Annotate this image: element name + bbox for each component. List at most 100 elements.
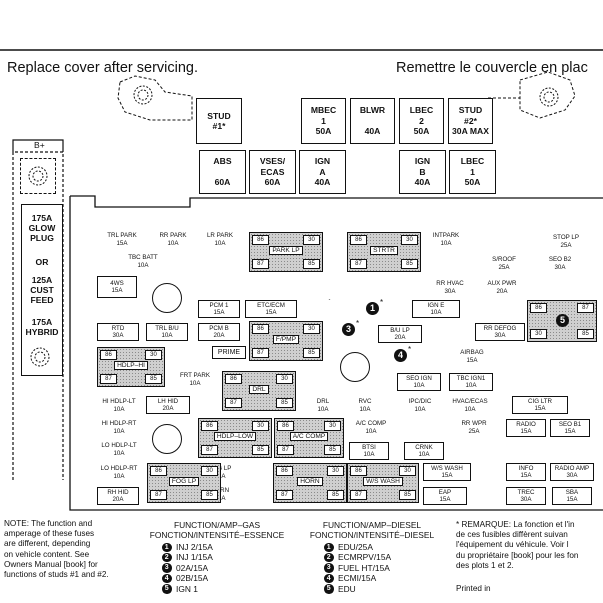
rvc-fuse: RVC 10A	[358, 398, 372, 413]
trl-park-fuse: TRL PARK 15A	[107, 232, 137, 247]
glow-plug-fuse: 175A GLOW PLUG	[28, 213, 56, 243]
drl-relay: 86 30 87 85 DRL	[222, 371, 296, 411]
fuse-puller-slot	[152, 283, 182, 313]
radio-amp-fuse: RADIO AMP 30A	[550, 463, 594, 481]
rtd-fuse: RTD 30A	[97, 323, 139, 341]
headline-english: Replace cover after servicing.	[7, 60, 198, 76]
trec-fuse: TREC 30A	[506, 487, 546, 505]
sba-fuse: SBA 15A	[552, 487, 592, 505]
ipc-dic-fuse: IPC/DIC 10A	[408, 398, 432, 413]
left-column-fuses: 175A GLOW PLUG OR 125A CUST FEED 175A HY…	[21, 204, 63, 376]
stud-2-fuse: STUD #2*30A MAX	[448, 98, 493, 144]
star-mark: *	[356, 319, 360, 328]
lo-hdlp-rt-fuse: LO HDLP-RT 10A	[100, 465, 138, 480]
rh-hid-fuse: RH HID 20A	[97, 487, 139, 505]
or-label: OR	[35, 257, 49, 267]
star-mark: *	[408, 345, 412, 354]
seo-b2-fuse: SEO B2 30A	[548, 256, 572, 271]
s-roof-fuse: S/ROOF 25A	[492, 256, 516, 271]
etc-ecm-fuse: ETC/ECM 15A	[245, 300, 297, 318]
printed-in-label: Printed in	[456, 584, 491, 593]
horn-relay: 86 30 87 85 HORN	[273, 463, 347, 503]
note-french: * REMARQUE: La fonction et l'in de ces f…	[456, 520, 579, 570]
badge-3: 3	[342, 323, 355, 336]
park-lp-relay: 86 30 87 85 PARK LP	[249, 232, 323, 272]
b-plus-terminal	[20, 158, 56, 194]
hdlp-hi-relay: 86 30 87 85 HDLP–HI	[97, 347, 165, 387]
cust-feed-fuse: 125A CUST FEED	[30, 275, 54, 305]
badge-1: 1	[366, 302, 379, 315]
info-fuse: INFO 15A	[506, 463, 546, 481]
rr-wpr-fuse: RR WPR 25A	[461, 420, 487, 435]
ac-comp-fuse: A/C COMP 10A	[355, 420, 387, 435]
stud-1-fuse: STUD #1*	[196, 98, 242, 144]
star-mark: *	[380, 298, 384, 307]
lo-hdlp-lt-fuse: LO HDLP-LT 10A	[101, 442, 137, 457]
pcm-b-fuse: PCM B 20A	[198, 323, 240, 341]
badge-4: 4	[394, 349, 407, 362]
intpark-fuse: INTPARK 10A	[432, 232, 460, 247]
rr-defog-fuse: RR DEFOG 30A	[475, 323, 525, 341]
eap-fuse: EAP 15A	[423, 487, 467, 505]
ign-e-fuse: IGN E 10A	[412, 300, 460, 318]
btsi-fuse: BTSI 10A	[349, 442, 389, 460]
hybrid-fuse: 175A HYBRID	[25, 317, 59, 337]
mounting-bolt-icon	[539, 87, 559, 107]
aux-pwr-fuse: AUX PWR 20A	[487, 280, 517, 295]
badge-5: 5	[556, 314, 569, 327]
prime-fuse: PRIME	[212, 346, 246, 359]
hi-hdlp-lt-fuse: HI HDLP-LT 10A	[102, 398, 136, 413]
4ws-fuse: 4WS 15A	[97, 276, 137, 298]
diesel-function-header: FUNCTION/AMP–DIESEL FONCTION/INTENSITÉ–D…	[309, 520, 435, 541]
stop-lp-fuse: STOP LP 25A	[553, 234, 579, 249]
hi-hdlp-rt-fuse: HI HDLP-RT 10A	[101, 420, 137, 435]
strtr-relay: 86 30 87 85 STRTR	[347, 232, 421, 272]
frt-park-fuse: FRT PARK 10A	[180, 372, 210, 387]
headline-french: Remettre le couvercle en plac	[396, 60, 588, 76]
seo-b1-fuse: SEO B1 15A	[550, 419, 590, 437]
hdlp-low-relay: 86 30 87 85 HDLP–LOW	[198, 418, 272, 458]
tbc-batt-fuse: TBC BATT 10A	[128, 254, 158, 269]
gas-function-header: FUNCTION/AMP–GAS FONCTION/INTENSITÉ–ESSE…	[149, 520, 285, 541]
left-stud-icon	[30, 347, 50, 367]
drl-fuse: DRL 10A	[316, 398, 330, 413]
bu-lp-fuse: B/U LP 20A	[378, 325, 422, 343]
lh-hid-fuse: LH HID 20A	[146, 396, 190, 414]
fuse-2-slot	[306, 300, 340, 318]
mounting-bolt-icon	[133, 85, 153, 105]
ws-wash-fuse: W/S WASH 15A	[423, 463, 471, 481]
rr-park-fuse: RR PARK 10A	[159, 232, 187, 247]
ac-comp-relay: 86 30 87 85 A/C COMP	[274, 418, 344, 458]
hvac-ecas-fuse: HVAC/ECAS 10A	[452, 398, 488, 413]
pcm1-fuse: PCM 1 15A	[198, 300, 240, 318]
fog-lp-relay: 86 30 87 85 FOG LP	[147, 463, 221, 503]
tbc-ign1-fuse: TBC IGN1 10A	[449, 373, 493, 391]
trl-bu-fuse: TRL B/U 10A	[146, 323, 188, 341]
fuse-puller-slot	[340, 352, 370, 382]
lr-park-fuse: LR PARK 10A	[206, 232, 234, 247]
f-pmp-relay: 86 30 87 85 F/PMP	[249, 321, 323, 361]
cig-ltr-fuse: CIG LTR 15A	[512, 396, 568, 414]
b-plus-label: B+	[34, 140, 45, 150]
ws-wash-relay: 86 30 87 85 W/S WASH	[347, 463, 419, 503]
airbag-fuse: AIRBAG 15A	[460, 349, 484, 364]
note-english: NOTE: The function and amperage of these…	[4, 519, 109, 580]
crnk-fuse: CRNK 10A	[404, 442, 444, 460]
fuse-puller-slot	[152, 424, 182, 454]
radio-fuse: RADIO 15A	[506, 419, 546, 437]
seo-ign-fuse: SEO IGN 10A	[397, 373, 441, 391]
b-plus-stud-icon	[28, 166, 48, 186]
rr-hvac-fuse: RR HVAC 30A	[436, 280, 464, 295]
